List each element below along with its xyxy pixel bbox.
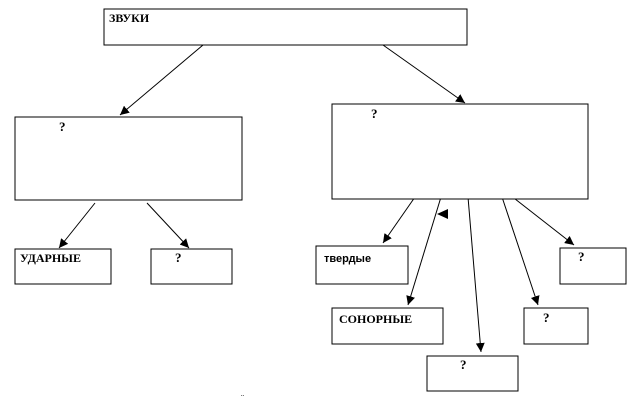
node-left-branch: ? (14, 116, 243, 201)
edge-right-to-unknown-center (467, 196, 485, 353)
left-unknown-label: ? (175, 250, 182, 265)
unknown-right-label: ? (578, 249, 585, 264)
unknown-mid-label: ? (543, 310, 550, 325)
node-right-branch: ? (331, 103, 589, 200)
edge-right-to-hard (382, 196, 416, 244)
node-unknown-center: ? (426, 355, 519, 392)
node-stressed: УДАРНЫЕ (14, 248, 112, 285)
diagram-edges (58, 44, 575, 353)
left-branch-label: ? (59, 119, 66, 134)
edge-root-to-right (382, 44, 466, 104)
node-unknown-mid: ? (523, 307, 589, 345)
node-left-unknown: ? (150, 248, 233, 285)
edge-left-to-unknown (146, 202, 190, 249)
unknown-center-label: ? (460, 357, 467, 372)
right-branch-label: ? (371, 106, 378, 121)
stray-arrowhead-mark (437, 209, 448, 219)
edge-right-to-unknown-mid (501, 196, 540, 306)
root-label: ЗВУКИ (109, 11, 150, 25)
node-unknown-right: ? (559, 247, 627, 285)
edge-root-to-left (119, 44, 204, 116)
stressed-label: УДАРНЫЕ (20, 251, 81, 265)
node-root: ЗВУКИ (103, 8, 468, 46)
footnote-mark: ¨ (241, 393, 244, 401)
node-hard: твердые (315, 245, 409, 285)
sonorant-label: СОНОРНЫЕ (339, 312, 412, 326)
edge-left-to-stressed (58, 202, 96, 249)
hard-label: твердые (324, 253, 371, 265)
edge-right-to-sonorant (406, 196, 442, 306)
node-sonorant: СОНОРНЫЕ (331, 307, 444, 345)
edge-right-to-unknown-right (509, 194, 575, 246)
